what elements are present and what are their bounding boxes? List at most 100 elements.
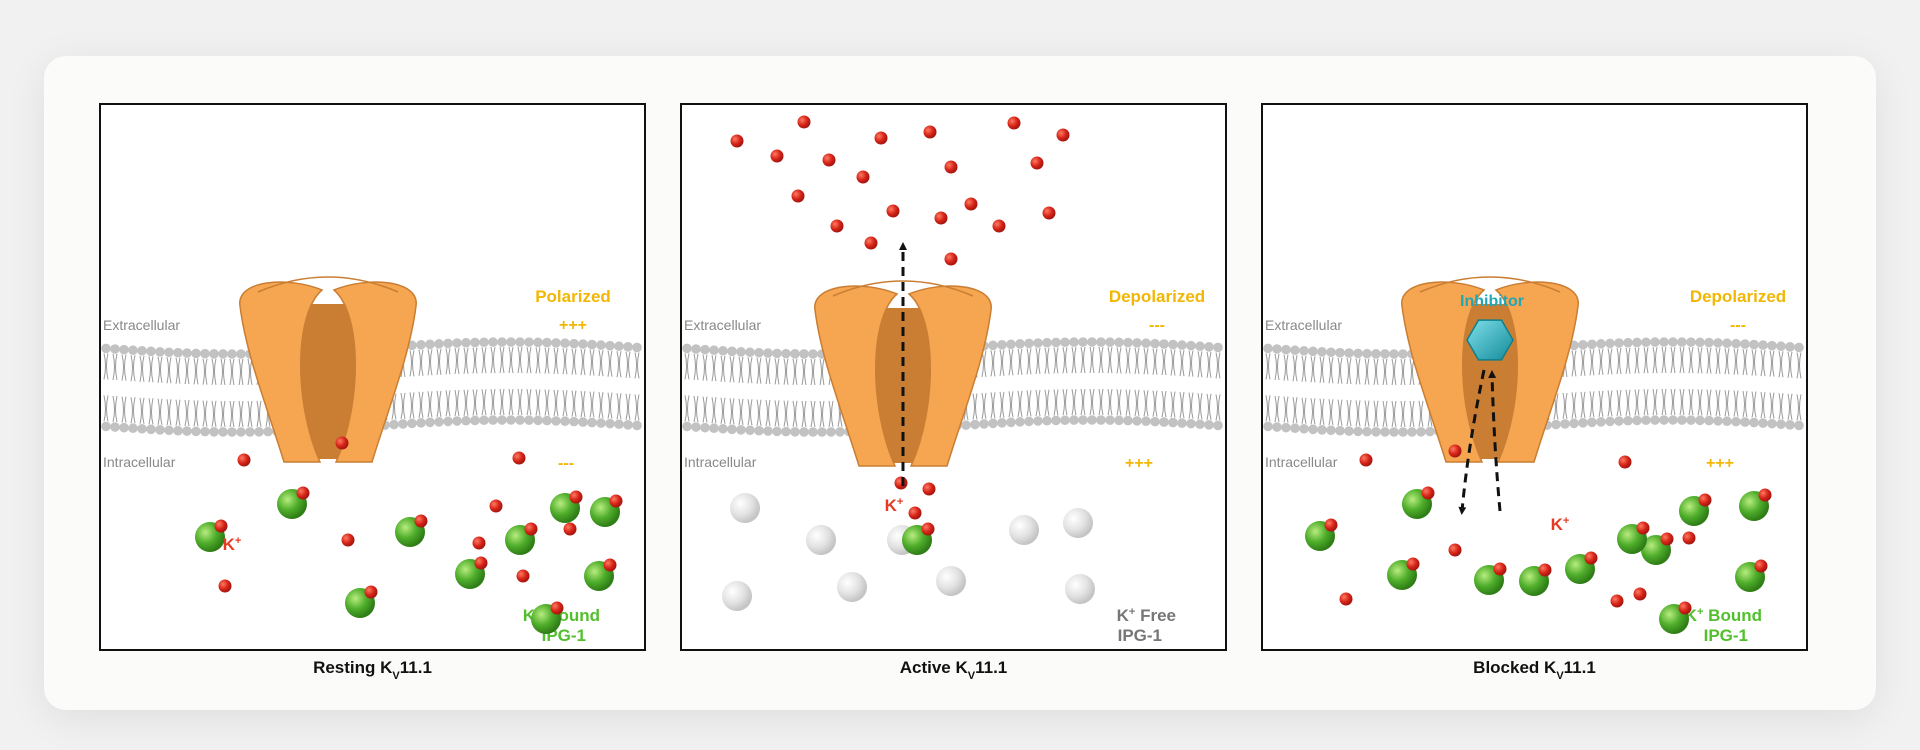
k-ion-label: K+ [223, 535, 242, 554]
k-ion [1660, 532, 1674, 546]
k-ion [1610, 594, 1624, 608]
k-ion [934, 211, 948, 225]
k-ion [1698, 493, 1712, 507]
k-ion [335, 436, 349, 450]
k-ion [1758, 488, 1772, 502]
k-ion [341, 533, 355, 547]
ipg1-free [722, 581, 752, 611]
intracellular-label: Intracellular [103, 454, 176, 470]
ipg1-free [1063, 508, 1093, 538]
k-ion [1406, 557, 1420, 571]
k-ion [296, 486, 310, 500]
k-ion [886, 204, 900, 218]
charge-top-label: --- [1149, 317, 1165, 334]
k-ion [964, 197, 978, 211]
charge-top-label: --- [1730, 317, 1746, 334]
k-ion [944, 252, 958, 266]
k-ion [797, 115, 811, 129]
k-ion [770, 149, 784, 163]
k-ion [603, 558, 617, 572]
k-ion [992, 219, 1006, 233]
extracellular-label: Extracellular [103, 317, 180, 333]
indicator-label-line2: IPG-1 [1118, 626, 1162, 645]
extracellular-label: Extracellular [684, 317, 761, 333]
k-ion [237, 453, 251, 467]
k-ion [1421, 486, 1435, 500]
kv11-channel [239, 276, 417, 463]
k-ion [569, 490, 583, 504]
k-ion [474, 556, 488, 570]
inhibitor-label: Inhibitor [1460, 293, 1524, 310]
k-ion [472, 536, 486, 550]
indicator-label-line1: K+ Bound [1685, 606, 1762, 625]
ipg1-free [837, 572, 867, 602]
blocked-arrow-up [1488, 370, 1502, 512]
k-ion [1324, 518, 1338, 532]
k-ion [864, 236, 878, 250]
k-ion [908, 506, 922, 520]
k-ion [364, 585, 378, 599]
k-ion [609, 494, 623, 508]
k-ion [1056, 128, 1070, 142]
intracellular-label: Intracellular [1265, 454, 1338, 470]
k-ion [922, 482, 936, 496]
k-ion [1359, 453, 1373, 467]
k-ion [856, 170, 870, 184]
k-ion-label: K+ [1551, 515, 1570, 534]
membrane-state-label: Polarized [535, 287, 611, 306]
k-ion [791, 189, 805, 203]
indicator-label-line1: K+ Free [1117, 606, 1176, 625]
panel-frame [680, 103, 1227, 651]
k-ion [1636, 521, 1650, 535]
k-ion [923, 125, 937, 139]
k-ion [830, 219, 844, 233]
k-ion [1448, 543, 1462, 557]
k-ion [489, 499, 503, 513]
k-ion [1682, 531, 1696, 545]
charge-bottom-label: --- [558, 455, 574, 472]
k-ion [563, 522, 577, 536]
k-ion [921, 522, 935, 536]
k-ion [1448, 444, 1462, 458]
blocked-arrow-down [1458, 369, 1486, 515]
k-ion [874, 131, 888, 145]
k-ion [944, 160, 958, 174]
k-ion [550, 601, 564, 615]
charge-bottom-label: +++ [1706, 455, 1734, 472]
extracellular-label: Extracellular [1265, 317, 1342, 333]
k-ion [218, 579, 232, 593]
indicator-label-line2: IPG-1 [1704, 626, 1748, 645]
k-ion [1754, 559, 1768, 573]
ipg1-free [1009, 515, 1039, 545]
k-ion [414, 514, 428, 528]
membrane-state-label: Depolarized [1690, 287, 1786, 306]
ipg1-free [806, 525, 836, 555]
k-ion [1339, 592, 1353, 606]
membrane-state-label: Depolarized [1109, 287, 1205, 306]
ipg1-free [730, 493, 760, 523]
k-ion [516, 569, 530, 583]
k-ion [1493, 562, 1507, 576]
k-ion [1042, 206, 1056, 220]
intracellular-label: Intracellular [684, 454, 757, 470]
k-ion [1584, 551, 1598, 565]
charge-bottom-label: +++ [1125, 455, 1153, 472]
k-ion [822, 153, 836, 167]
ipg1-free [1065, 574, 1095, 604]
k-ion [894, 476, 908, 490]
k-ion [1678, 601, 1692, 615]
k-ion-label: K+ [885, 496, 904, 515]
k-ion [730, 134, 744, 148]
inhibitor-hexagon [1466, 319, 1514, 361]
k-ion [1538, 563, 1552, 577]
charge-top-label: +++ [559, 317, 587, 334]
k-ion [524, 522, 538, 536]
k-ion [214, 519, 228, 533]
k-ion [1030, 156, 1044, 170]
panel-caption: Active KV11.1 [900, 658, 1008, 682]
